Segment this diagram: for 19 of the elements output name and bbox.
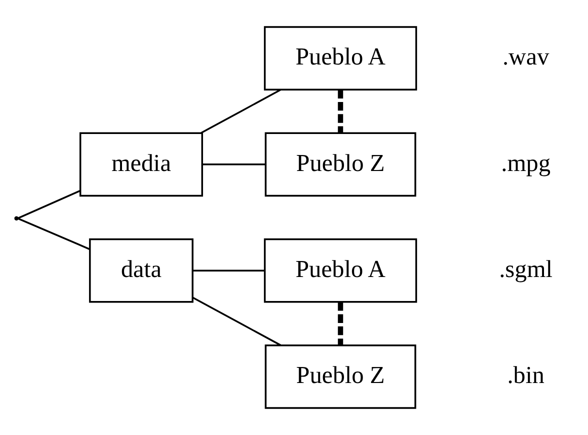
connector [200, 89, 281, 134]
label: .mpg [501, 150, 551, 177]
connector [338, 302, 344, 346]
label: .wav [502, 44, 550, 71]
node-box: media [79, 132, 204, 197]
connector [202, 164, 266, 166]
node-box: Pueblo A [264, 26, 418, 90]
connector [192, 270, 265, 272]
label: .bin [507, 362, 544, 390]
node-box: data [89, 238, 194, 303]
node-box: Pueblo Z [264, 344, 416, 409]
connector [338, 90, 344, 133]
label: .sgml [499, 256, 553, 284]
node-box: Pueblo A [264, 238, 418, 303]
node-box: Pueblo Z [264, 132, 416, 197]
connector [192, 296, 282, 346]
connector [17, 218, 90, 250]
connector [17, 190, 80, 220]
node-point [14, 216, 19, 220]
